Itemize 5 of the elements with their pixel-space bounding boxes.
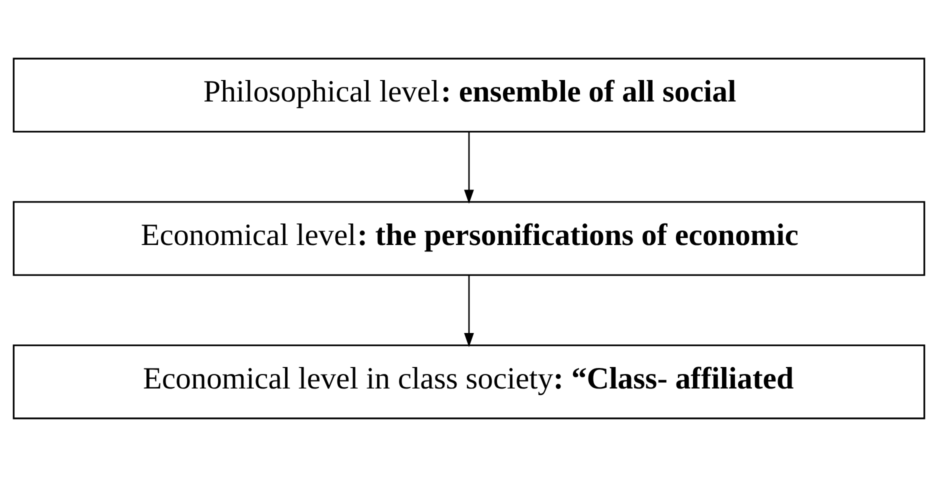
node-box: Economical level: the personifications of economic bbox=[12, 201, 926, 276]
arrow bbox=[464, 132, 474, 204]
arrow bbox=[464, 275, 474, 348]
node-box: Economical level in class society: “Class- affiliated bbox=[12, 344, 926, 420]
node-box: Philosophical level: ensemble of all social bbox=[12, 58, 926, 133]
